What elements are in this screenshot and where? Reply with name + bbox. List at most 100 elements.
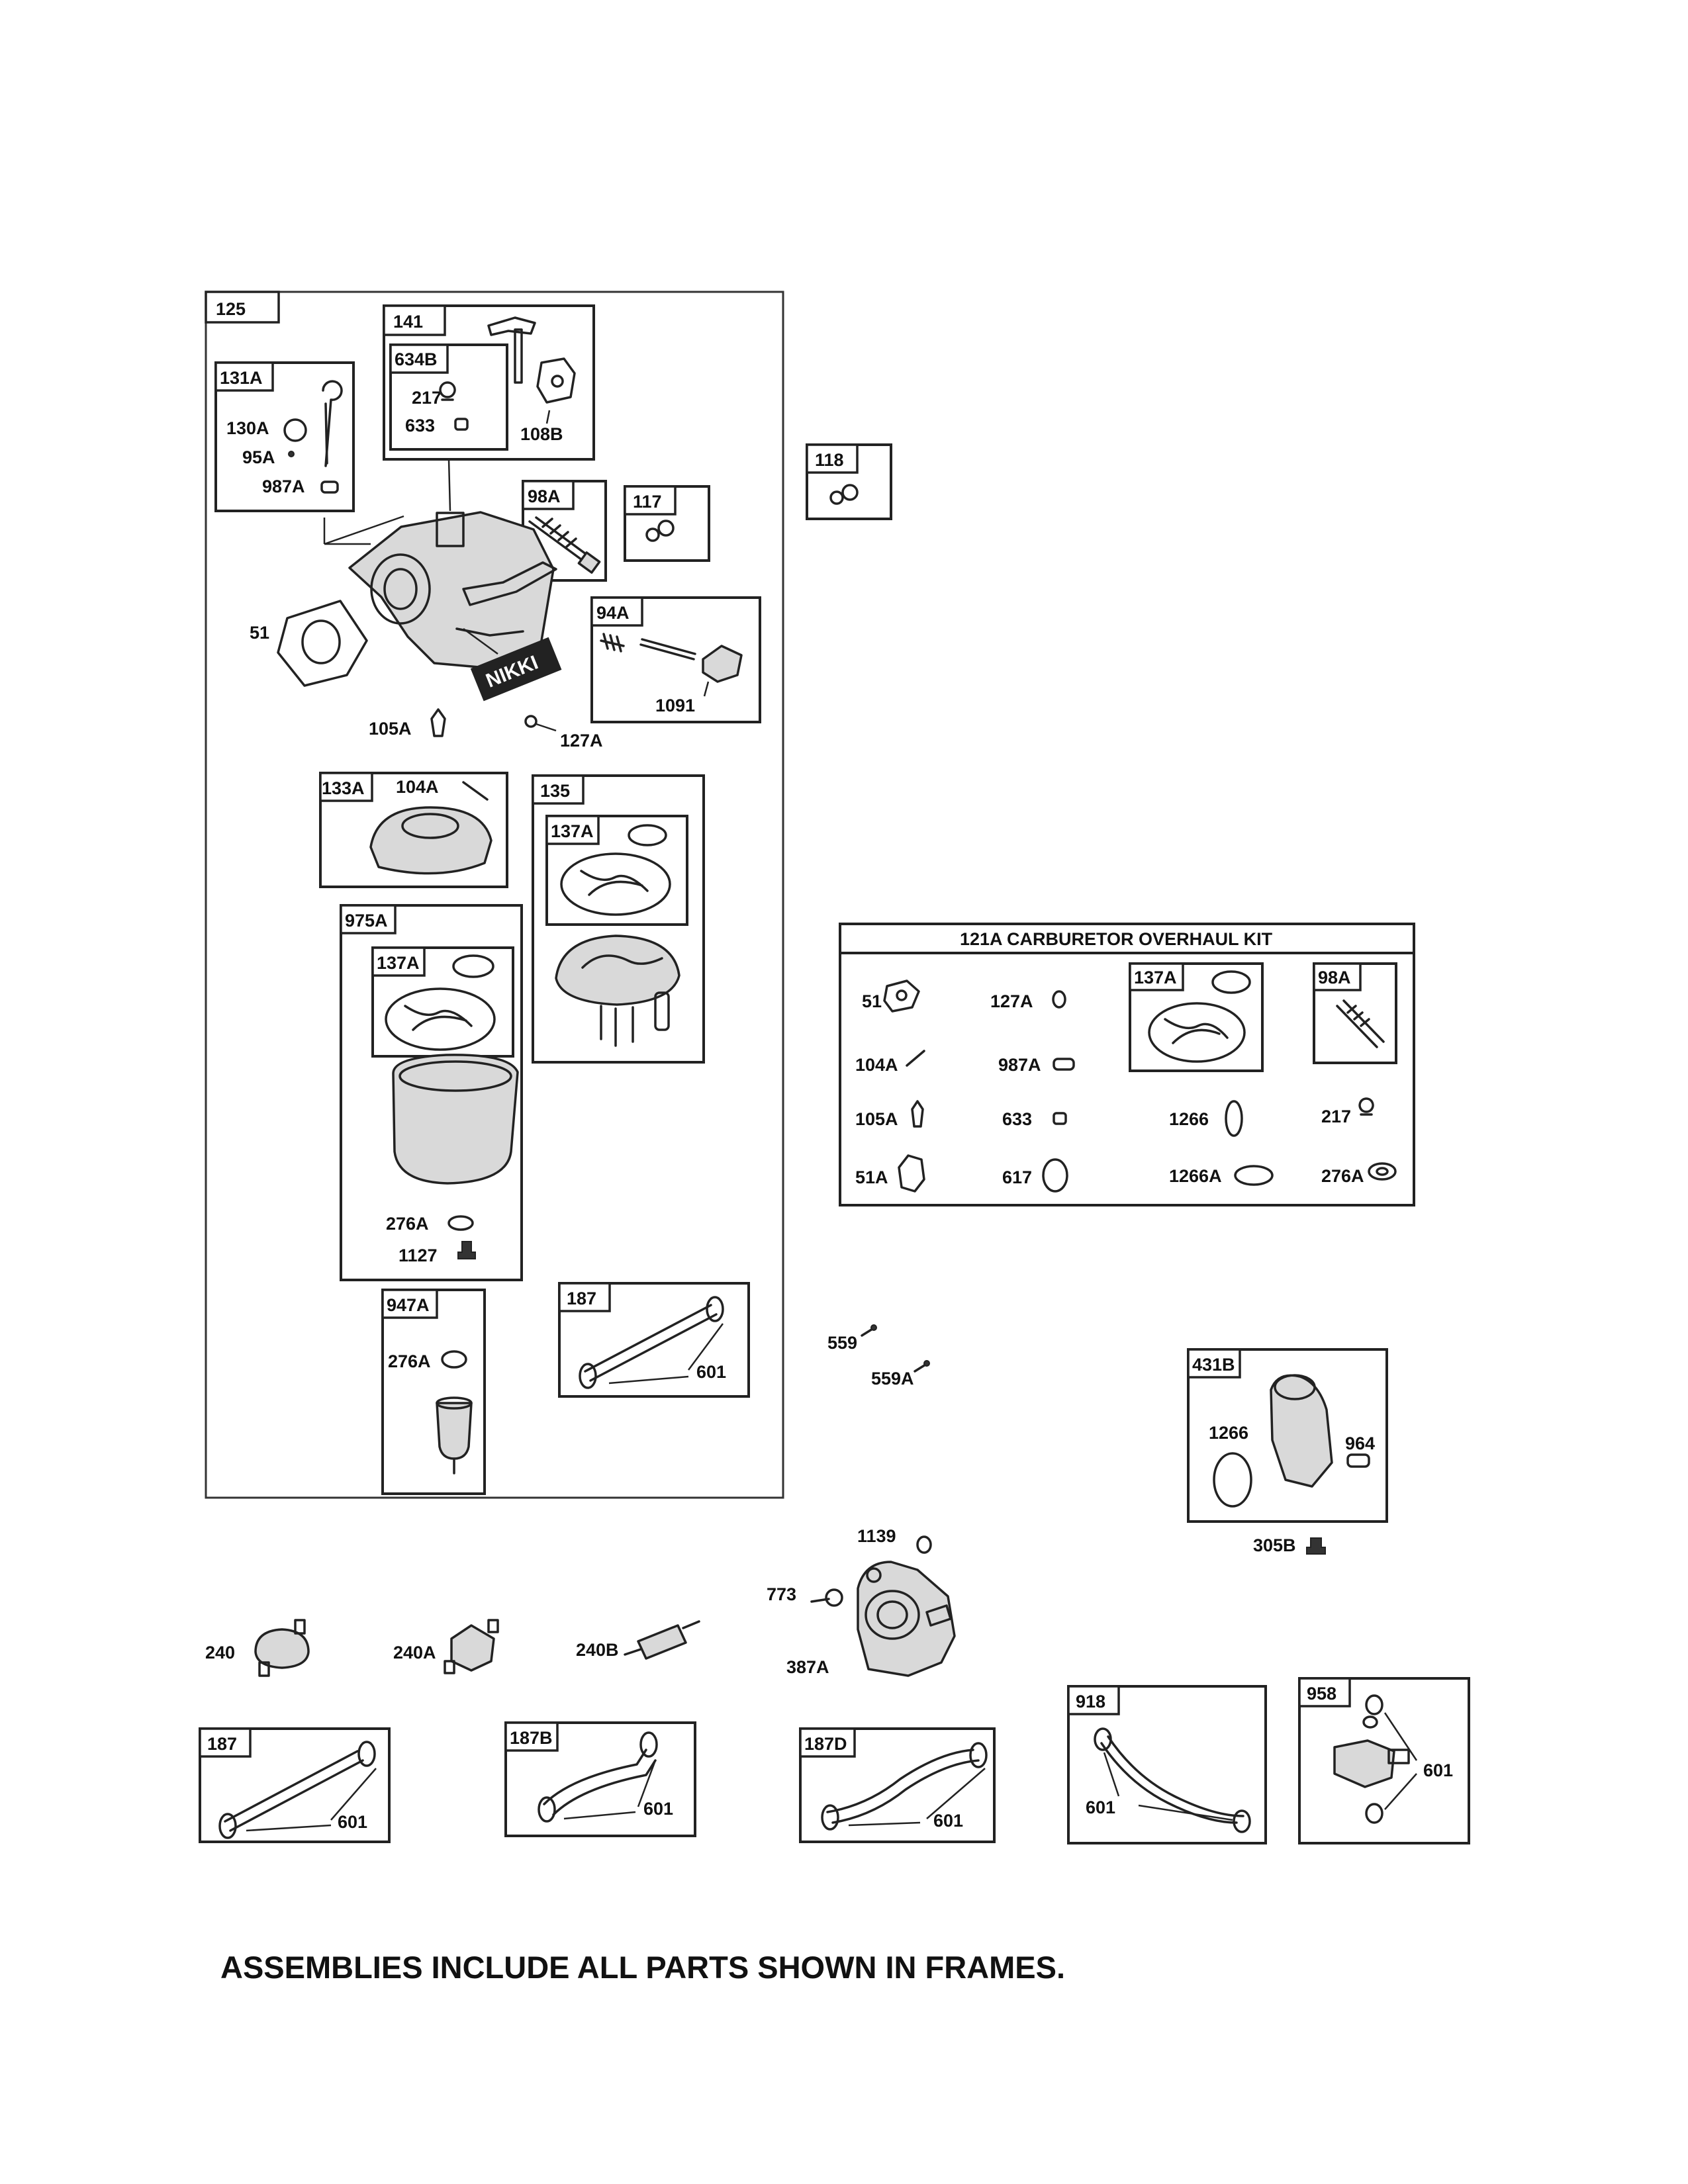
assembly-133A: 133A 104A xyxy=(319,772,508,888)
label-1091: 1091 xyxy=(655,696,695,715)
kit-label-1266A: 1266A xyxy=(1169,1166,1222,1186)
gasket-108B-icon xyxy=(536,357,576,404)
kit-987A-icon xyxy=(1053,1058,1075,1071)
kit-label-104A: 104A xyxy=(855,1055,898,1075)
assembly-431B: 431B 1266 964 305B xyxy=(1187,1348,1388,1555)
washer-127A-icon xyxy=(524,715,538,728)
kit-tag-137A: 137A xyxy=(1134,968,1177,987)
kit-gasket-51A-icon xyxy=(898,1154,925,1193)
label-240: 240 xyxy=(205,1643,235,1662)
diaphragm-icon xyxy=(560,852,671,916)
tag-975A: 975A xyxy=(345,911,388,931)
fuel-pump-plate-icon xyxy=(555,934,680,1006)
fuel-line-187-top-icon xyxy=(584,1304,718,1382)
assembly-125: 125 xyxy=(205,291,784,1499)
limiter-cap-icon xyxy=(702,645,743,683)
label-601-187D: 601 xyxy=(933,1811,963,1831)
assembly-187B: 187B 601 xyxy=(504,1721,696,1837)
label-51: 51 xyxy=(250,623,269,643)
label-1139: 1139 xyxy=(857,1526,896,1546)
fuel-line-187B-icon xyxy=(543,1749,657,1816)
tag-135: 135 xyxy=(540,781,570,801)
float-lever-icon xyxy=(487,316,536,336)
fuel-filters: 240 240A 240B xyxy=(205,1619,700,1677)
tag-118: 118 xyxy=(815,450,844,470)
kit-pin-104A-icon xyxy=(906,1050,925,1067)
label-217: 217 xyxy=(412,388,442,408)
float-icon xyxy=(369,806,492,875)
assembly-118: 118 xyxy=(806,443,892,520)
fuel-pump-387A: 1139 773 387A xyxy=(767,1526,956,1677)
kit-633-icon xyxy=(1053,1112,1067,1125)
kit-tag-98A: 98A xyxy=(1318,968,1351,987)
tag-947A: 947A xyxy=(387,1295,430,1315)
tag-141: 141 xyxy=(393,312,423,332)
label-276A-975A: 276A xyxy=(386,1214,429,1234)
label-601-958: 601 xyxy=(1423,1760,1453,1780)
kit-needle-105A-icon xyxy=(911,1100,924,1128)
screw-559-icon xyxy=(861,1328,874,1337)
kit-label-1266: 1266 xyxy=(1169,1109,1209,1129)
kit-label-987A: 987A xyxy=(998,1055,1041,1075)
tag-98A: 98A xyxy=(528,486,561,506)
tag-187B: 187B xyxy=(510,1728,553,1748)
needle-105A-icon xyxy=(430,708,446,737)
assembly-958: 958 601 xyxy=(1298,1677,1470,1844)
tag-187-top: 187 xyxy=(567,1289,596,1308)
o-ring-icon xyxy=(628,824,667,846)
tag-131A: 131A xyxy=(220,368,263,388)
tag-137A-975A: 137A xyxy=(377,953,420,973)
label-104A: 104A xyxy=(396,777,439,797)
screw-559A-icon xyxy=(914,1363,927,1373)
kit-label-217: 217 xyxy=(1321,1107,1351,1126)
assemblies-footnote: ASSEMBLIES INCLUDE ALL PARTS SHOWN IN FR… xyxy=(220,1950,1065,1985)
label-964: 964 xyxy=(1345,1433,1375,1453)
label-276A-947A: 276A xyxy=(388,1351,431,1371)
spring-118-icon xyxy=(829,490,844,505)
pin-104A-icon xyxy=(462,781,489,801)
tag-133A: 133A xyxy=(322,778,365,798)
assembly-94A: 94A 1091 xyxy=(590,596,761,723)
o-ring-1266-431B-icon xyxy=(1213,1452,1252,1508)
kit-o-ring-1266A-icon xyxy=(1234,1165,1274,1186)
tag-187D: 187D xyxy=(804,1734,847,1754)
spring-94A-icon xyxy=(600,633,625,653)
kit-label-276A: 276A xyxy=(1321,1166,1364,1186)
fuel-line-187-icon xyxy=(224,1750,364,1832)
carburetor-housing-icon xyxy=(348,511,555,670)
washer-276A-icon xyxy=(447,1215,474,1231)
parts-559: 559 559A xyxy=(827,1324,930,1388)
assembly-121A-kit: 121A CARBURETOR OVERHAUL KIT 51 127A 137… xyxy=(839,923,1415,1206)
tag-634B: 634B xyxy=(395,349,438,369)
label-127A: 127A xyxy=(560,731,603,751)
label-108B: 108B xyxy=(520,424,563,444)
gasket-51-icon xyxy=(277,600,368,687)
clamp-958-top-icon xyxy=(1365,1694,1383,1715)
label-105A: 105A xyxy=(369,719,412,739)
kit-gasket-51-icon xyxy=(883,979,920,1013)
needle-seat-icon xyxy=(454,418,469,431)
spring-117-icon xyxy=(645,527,660,542)
label-987A: 987A xyxy=(262,477,305,496)
kit-washer-276A-icon xyxy=(1368,1162,1397,1181)
label-601-187-top: 601 xyxy=(696,1362,726,1382)
kit-label-51: 51 xyxy=(862,991,882,1011)
label-559: 559 xyxy=(827,1333,857,1353)
kit-label-127A: 127A xyxy=(990,991,1033,1011)
pilot-screw-icon xyxy=(639,638,696,660)
assembly-117: 117 xyxy=(624,485,710,562)
label-387A: 387A xyxy=(786,1657,829,1677)
o-ring-130A-icon xyxy=(283,418,307,442)
assembly-947A: 947A 276A xyxy=(381,1289,486,1495)
kit-217-icon xyxy=(1358,1097,1374,1116)
assembly-98A: 98A xyxy=(522,480,607,582)
elbow-431B-icon xyxy=(1270,1374,1333,1488)
label-1127: 1127 xyxy=(399,1246,438,1265)
carburetor-body: 51 NIKKI 105A 127A xyxy=(250,459,603,751)
tag-958: 958 xyxy=(1307,1684,1336,1704)
label-95A: 95A xyxy=(242,447,275,467)
label-773: 773 xyxy=(767,1584,796,1604)
tag-187-bottom: 187 xyxy=(207,1734,237,1754)
label-305B: 305B xyxy=(1253,1535,1296,1555)
